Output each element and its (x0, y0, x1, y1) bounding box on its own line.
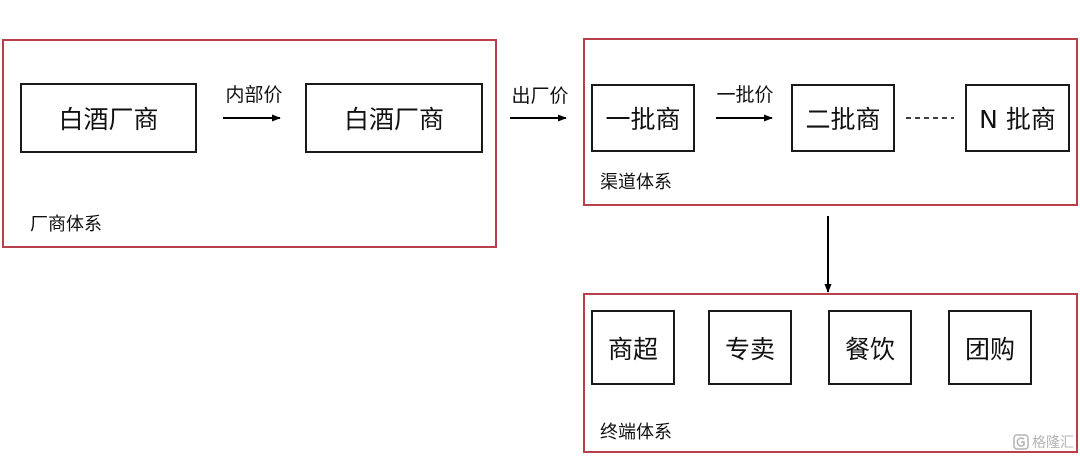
node-liquor-maker-1: 白酒厂商 (20, 83, 197, 153)
edge-label-factory-price: 出厂价 (511, 85, 569, 107)
node-catering: 餐饮 (828, 310, 912, 385)
node-supermarket: 商超 (591, 310, 675, 385)
edge-label-internal-price: 内部价 (225, 84, 283, 106)
group-label-terminal: 终端体系 (600, 422, 672, 443)
watermark-text: 格隆汇 (1032, 435, 1074, 451)
watermark: 格隆汇 (1013, 432, 1074, 452)
node-second-tier-distributor: 二批商 (791, 84, 895, 152)
watermark-logo-icon (1013, 434, 1029, 450)
node-specialty-store: 专卖 (708, 310, 792, 385)
node-group-purchase: 团购 (948, 310, 1032, 385)
node-n-tier-distributor: N 批商 (965, 84, 1070, 152)
group-label-manufacturer: 厂商体系 (30, 214, 102, 235)
node-first-tier-distributor: 一批商 (591, 84, 695, 152)
group-label-channel: 渠道体系 (600, 172, 672, 193)
node-liquor-maker-2: 白酒厂商 (305, 83, 483, 153)
edge-label-first-tier-price: 一批价 (716, 84, 774, 106)
